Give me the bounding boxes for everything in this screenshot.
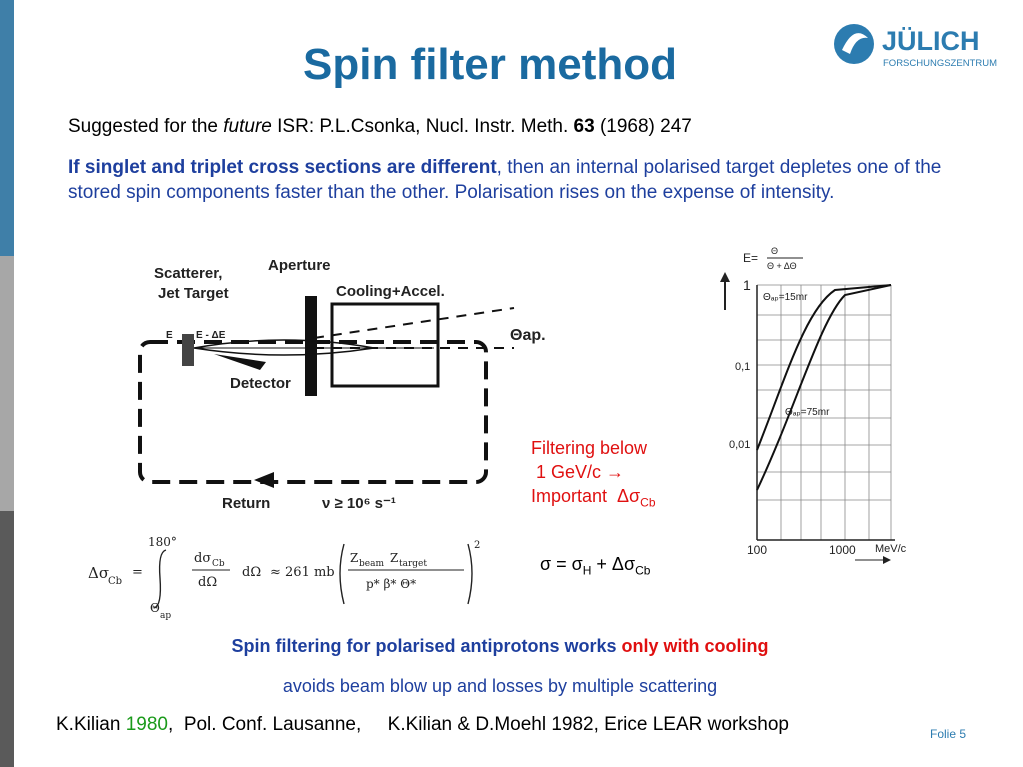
svg-text:0,1: 0,1 [735,361,750,373]
filtering-note: Filtering below 1 GeV/c → Important ΔσCb [531,438,656,510]
svg-text:dΩ: dΩ [242,565,261,580]
svg-text:Detector: Detector [230,375,291,392]
polarisation-graph: E= Θ Θ + ΔΘ 1 0,1 0,01 100 1000 MeV/c [705,240,920,575]
svg-text:Scatterer,: Scatterer, [154,265,222,282]
svg-text:E: E [166,330,173,341]
svg-text:Θₐₚ=15mr: Θₐₚ=15mr [763,292,808,303]
svg-text:dΩ: dΩ [198,575,217,590]
svg-text:=: = [132,565,143,580]
svg-text:≈ 261 mb: ≈ 261 mb [270,565,335,580]
julich-logo: JÜLICH FORSCHUNGSZENTRUM [832,14,1012,74]
storage-ring-diagram: Scatterer, Jet Target Aperture Cooling+A… [134,250,564,522]
svg-text:1: 1 [743,277,751,293]
svg-text:ap: ap [160,611,171,620]
left-bar-blue [0,0,14,256]
svg-text:Cooling+Accel.: Cooling+Accel. [336,283,445,300]
svg-text:Θₐₚ=75mr: Θₐₚ=75mr [785,407,830,418]
svg-text:E - ΔE: E - ΔE [196,330,226,341]
svg-text:target: target [399,559,427,569]
logo-name: JÜLICH [882,26,980,56]
left-bar-gray [0,256,14,511]
svg-text:100: 100 [747,543,767,557]
svg-text:p* β* Θ*: p* β* Θ* [366,577,416,591]
description-paragraph: If singlet and triplet cross sections ar… [68,157,942,203]
reference-line: K.Kilian 1980, Pol. Conf. Lausanne, K.Ki… [56,714,789,735]
cross-section-formula: Δσ Cb = 180° Θ ap dσ Cb dΩ dΩ ≈ 261 mb Z… [74,528,494,621]
spin-filtering-line: Spin filtering for polarised antiprotons… [231,636,769,656]
svg-text:Cb: Cb [212,559,225,569]
svg-text:Aperture: Aperture [268,257,331,274]
svg-text:Z: Z [390,551,398,565]
suggested-line: Suggested for the future ISR: P.L.Csonka… [68,116,692,137]
left-bar-dark [0,511,14,767]
svg-text:Θ: Θ [771,246,778,256]
svg-text:Θ: Θ [150,601,160,615]
svg-text:E=: E= [743,251,758,265]
svg-text:beam: beam [359,559,384,569]
logo-sub: FORSCHUNGSZENTRUM [883,58,997,69]
svg-text:Θap.: Θap. [510,327,546,344]
svg-text:Jet Target: Jet Target [158,285,229,302]
svg-text:Return: Return [222,495,270,512]
avoids-line: avoids beam blow up and losses by multip… [282,676,718,696]
svg-text:2: 2 [474,540,480,551]
slide-number: Folie 5 [930,727,967,741]
svg-text:Z: Z [350,551,358,565]
svg-text:Cb: Cb [108,576,122,587]
svg-text:dσ: dσ [194,551,211,566]
svg-text:0,01: 0,01 [729,439,750,451]
svg-text:MeV/c: MeV/c [875,543,907,555]
svg-text:ν ≥ 10⁶ s⁻¹: ν ≥ 10⁶ s⁻¹ [322,495,396,512]
slide-title: Spin filter method [303,40,677,89]
svg-text:Δσ: Δσ [88,564,109,582]
svg-text:Θ + ΔΘ: Θ + ΔΘ [767,261,797,271]
svg-text:1000: 1000 [829,543,856,557]
sigma-equation: σ = σH + ΔσCb [540,554,651,578]
svg-text:180°: 180° [148,535,177,549]
